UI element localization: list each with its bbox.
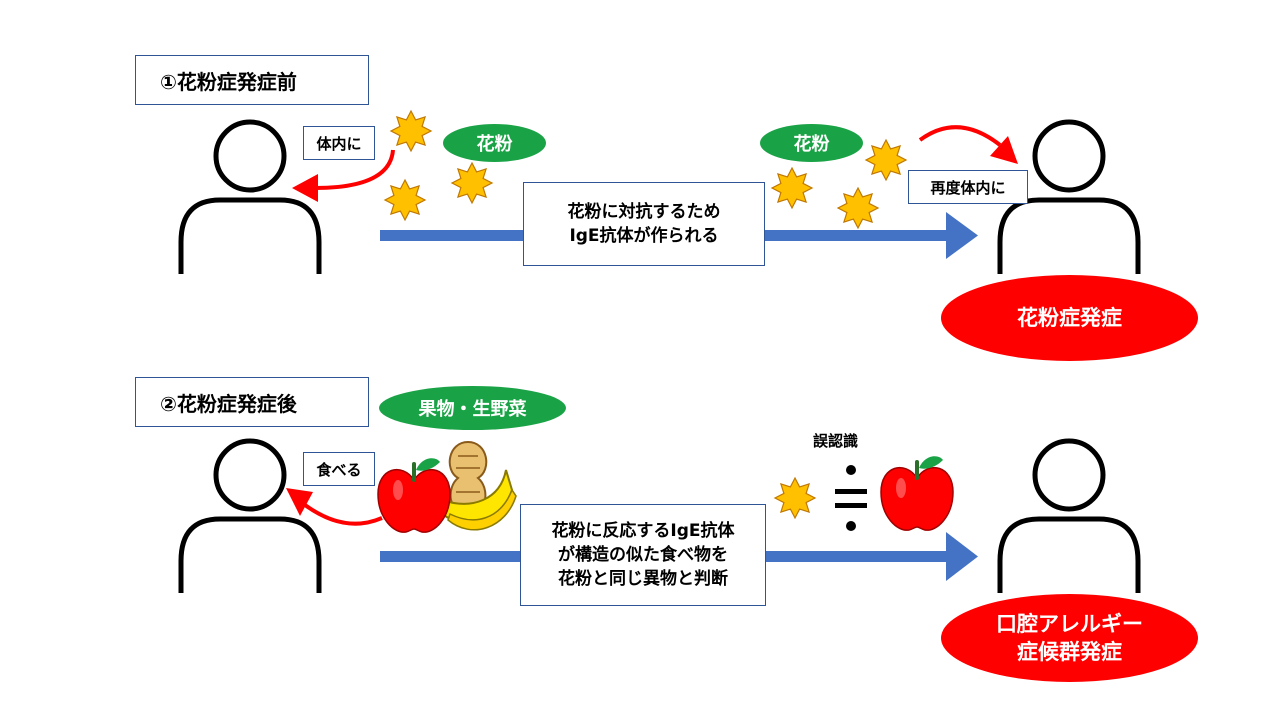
into-body-label: 体内に (303, 126, 375, 160)
pollen-icon (771, 167, 813, 209)
approx-equal-icon (835, 465, 867, 531)
process-box-1: 花粉に対抗するため IgE抗体が作られる (523, 182, 765, 266)
result-hay-fever: 花粉症発症 (941, 275, 1198, 361)
apple-icon (879, 454, 955, 533)
pollen-pill-1: 花粉 (443, 124, 546, 162)
pollen-icon (451, 162, 493, 204)
apple-icon (376, 456, 452, 535)
banana-icon (436, 469, 517, 531)
person-icon-eating (181, 441, 319, 593)
eat-label: 食べる (303, 452, 375, 486)
again-into-body-label: 再度体内に (908, 170, 1028, 204)
food-pill: 果物・生野菜 (379, 386, 566, 430)
pollen-icon (865, 139, 907, 181)
pollen-icon (837, 187, 879, 229)
process-box-2: 花粉に反応するIgE抗体 が構造の似た食べ物を 花粉と同じ異物と判断 (520, 504, 766, 606)
result-oral-allergy: 口腔アレルギー 症候群発症 (941, 594, 1198, 682)
person-icon-allergy (1000, 441, 1138, 593)
pollen-pill-2: 花粉 (760, 124, 863, 162)
pollen-icon (384, 179, 426, 221)
misrecognition-label: 誤認識 (813, 432, 859, 450)
eat-arrow (286, 488, 383, 526)
person-icon-before (181, 122, 319, 274)
pollen-icon (390, 110, 432, 152)
pollen-icon (774, 477, 816, 519)
section2-title: ②花粉症発症後 (135, 377, 369, 427)
into-body-arrow (292, 149, 395, 202)
section1-title: ①花粉症発症前 (135, 55, 369, 105)
again-into-body-arrow (918, 125, 1018, 164)
